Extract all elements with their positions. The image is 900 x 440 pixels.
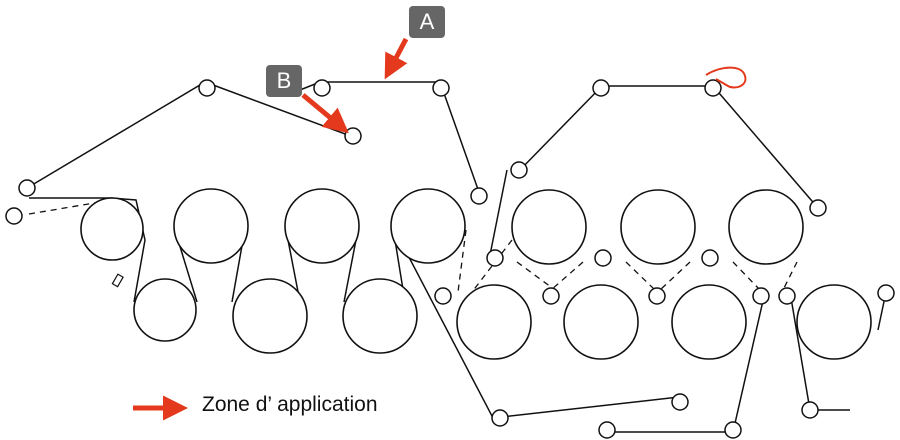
legend-label: Zone d’ application — [202, 393, 378, 416]
sensor-block — [111, 273, 124, 288]
marker-a: A — [409, 6, 445, 38]
application-loop — [705, 66, 747, 89]
arrow-b — [301, 93, 349, 134]
arrow-a — [384, 37, 409, 80]
drying-cylinders — [80, 188, 872, 360]
guide-rolls — [5, 79, 895, 439]
marker-b: B — [266, 65, 302, 97]
